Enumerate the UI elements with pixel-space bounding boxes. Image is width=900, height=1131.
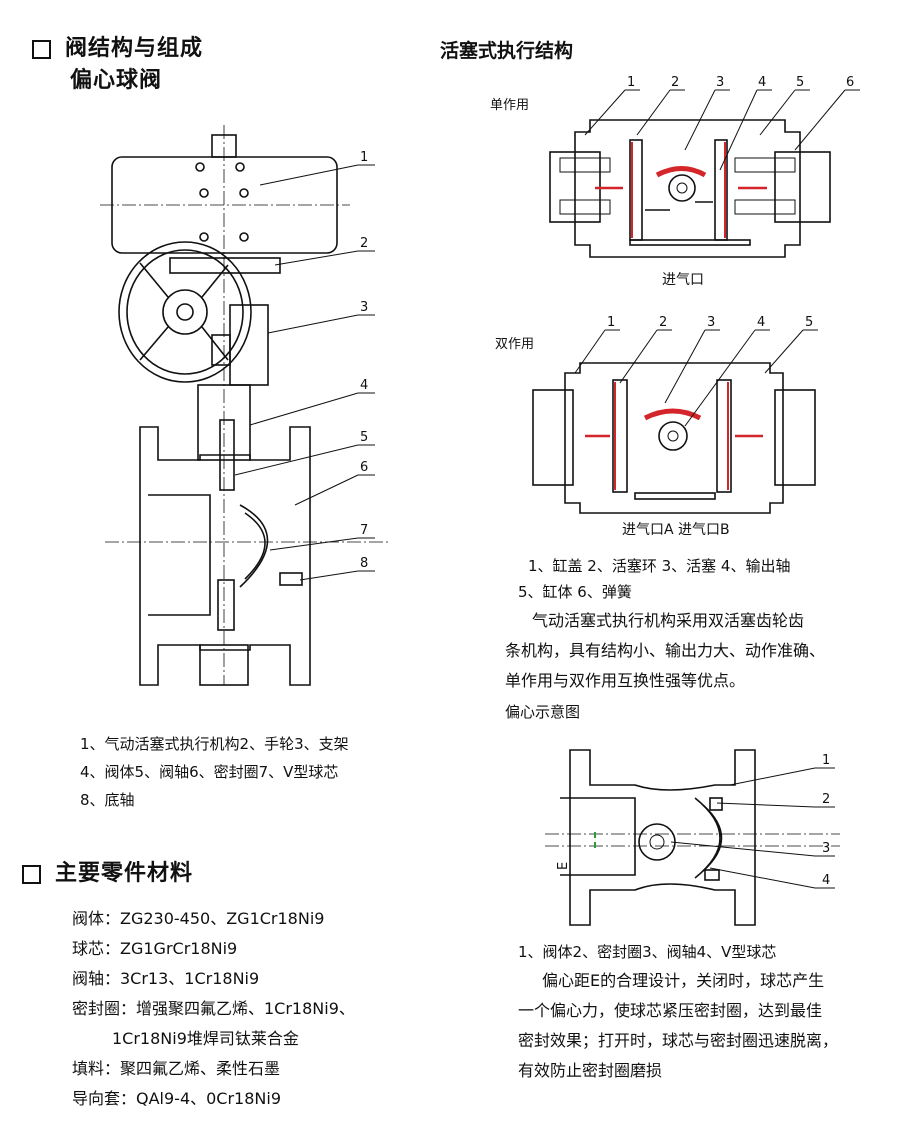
section2-title: 主要零件材料: [55, 861, 194, 886]
double-callout-5: 5: [805, 315, 813, 330]
material-line: 球芯：ZG1GrCr18Ni9: [72, 939, 238, 958]
material-line: 密封圈：增强聚四氟乙烯、1Cr18Ni9、: [72, 999, 355, 1018]
eccentric-title: 偏心示意图: [505, 703, 581, 721]
section2-heading: 主要零件材料: [22, 855, 193, 887]
single-callout-4: 4: [758, 75, 766, 90]
legend-line-3: 8、底轴: [80, 791, 135, 809]
double-callout-1: 1: [607, 315, 615, 330]
ecc-line-3: 密封效果；打开时，球芯与密封圈迅速脱离，: [518, 1031, 839, 1050]
callout-2: 2: [360, 236, 368, 251]
single-callout-1: 1: [627, 75, 635, 90]
desc-line-2: 条机构，具有结构小、输出力大、动作准确、: [505, 641, 826, 660]
single-action-diagram: 1 2 3 4 5 6: [549, 75, 860, 258]
section1-title: 阀结构与组成: [65, 36, 204, 61]
double-action-diagram: 1 2 3 4 5: [532, 315, 818, 514]
material-line: 导向套：QAl9-4、0Cr18Ni9: [72, 1089, 282, 1108]
actuator-bolt-holes: [195, 162, 249, 242]
callout-3: 3: [360, 300, 368, 315]
desc-line-3: 单作用与双作用互换性强等优点。: [505, 671, 746, 690]
ecc-callout-3: 3: [822, 841, 830, 856]
single-callout-2: 2: [671, 75, 679, 90]
legend-line-1: 1、气动活塞式执行机构2、手轮3、支架: [80, 735, 349, 753]
single-callout-3: 3: [716, 75, 724, 90]
legend-line-2: 4、阀体5、阀轴6、密封圈7、V型球芯: [80, 763, 339, 781]
eccentric-diagram: E 1 2 3 4: [545, 749, 840, 926]
ecc-line-2: 一个偏心力，使球芯紧压密封圈，达到最佳: [518, 1001, 823, 1020]
single-callout-6: 6: [846, 75, 854, 90]
material-line: 阀体：ZG230-450、ZG1Cr18Ni9: [72, 909, 325, 928]
section1-subtitle: 偏心球阀: [70, 68, 163, 93]
checkbox-icon: [22, 864, 41, 884]
callout-4: 4: [360, 378, 368, 393]
ecc-callout-4: 4: [822, 873, 830, 888]
ecc-letter: E: [556, 862, 571, 870]
ecc-legend: 1、阀体2、密封圈3、阀轴4、V型球芯: [518, 943, 777, 961]
callout-8: 8: [360, 556, 368, 571]
actuator-parts-line-2: 5、缸体 6、弹簧: [518, 583, 632, 601]
ecc-line-1: 偏心距E的合理设计，关闭时，球芯产生: [542, 971, 825, 990]
material-line: 填料：聚四氟乙烯、柔性石墨: [72, 1059, 281, 1078]
ecc-callout-2: 2: [822, 792, 830, 807]
actuator-title: 活塞式执行结构: [440, 40, 574, 62]
material-line: 阀轴：3Cr13、1Cr18Ni9: [72, 969, 260, 988]
double-callout-3: 3: [707, 315, 715, 330]
ecc-line-4: 有效防止密封圈磨损: [518, 1061, 663, 1080]
checkbox-icon: [32, 39, 51, 59]
double-callout-2: 2: [659, 315, 667, 330]
valve-assembly-diagram: 1 2 3 4 5 6 7 8: [100, 125, 390, 686]
single-action-label: 单作用: [490, 98, 530, 113]
callout-5: 5: [360, 430, 368, 445]
double-callout-4: 4: [757, 315, 765, 330]
single-callout-5: 5: [796, 75, 804, 90]
section1-heading: 阀结构与组成: [32, 30, 203, 62]
double-port-label: 进气口A 进气口B: [622, 522, 730, 538]
material-line: 1Cr18Ni9堆焊司钛莱合金: [112, 1029, 299, 1048]
callout-7: 7: [360, 523, 368, 538]
callout-6: 6: [360, 460, 368, 475]
actuator-parts-line-1: 1、缸盖 2、活塞环 3、活塞 4、输出轴: [528, 557, 791, 575]
ecc-callout-1: 1: [822, 753, 830, 768]
desc-line-1: 气动活塞式执行机构采用双活塞齿轮齿: [532, 611, 805, 630]
single-port-label: 进气口: [662, 272, 704, 288]
spring-coils: [559, 157, 796, 215]
double-action-label: 双作用: [495, 337, 535, 352]
callout-1: 1: [360, 150, 368, 165]
